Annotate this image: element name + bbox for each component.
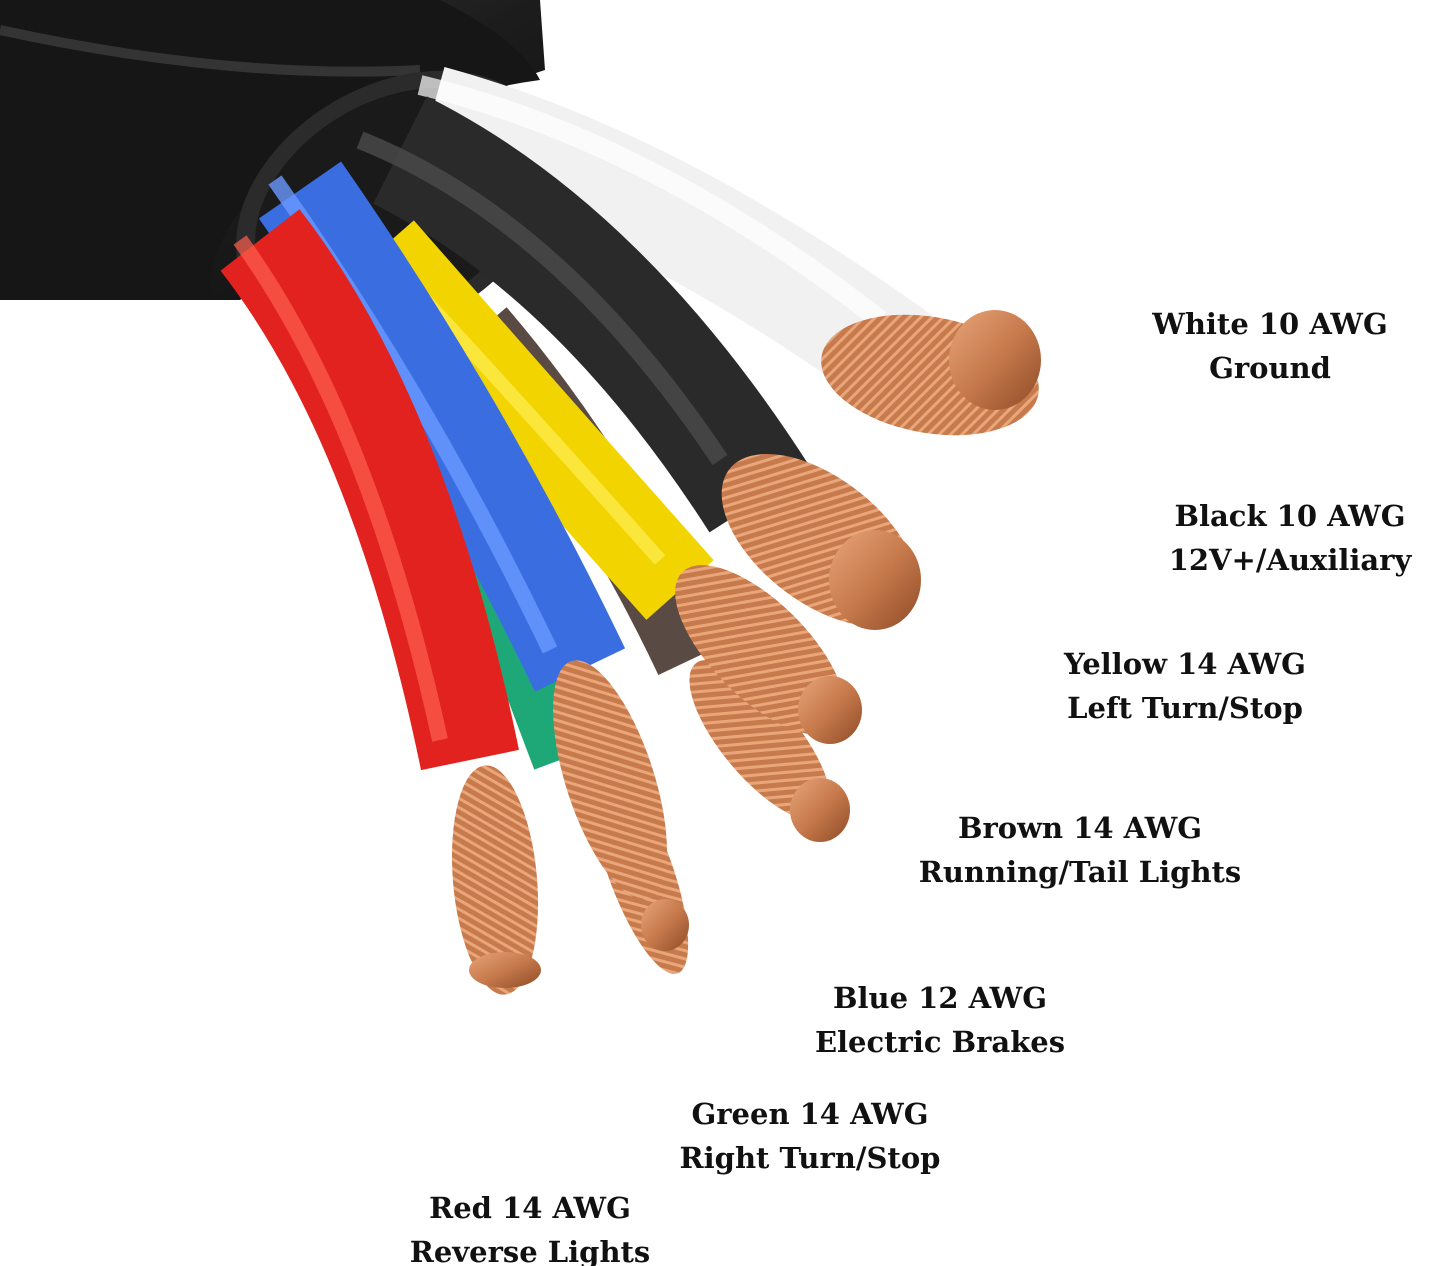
label-yellow: Yellow 14 AWG Left Turn/Stop	[1020, 642, 1350, 730]
green-wire-function: Right Turn/Stop	[679, 1141, 941, 1175]
red-wire	[220, 209, 541, 995]
black-wire	[356, 96, 921, 630]
white-wire-spec: White 10 AWG	[1152, 307, 1388, 341]
label-red: Red 14 AWG Reverse Lights	[400, 1186, 660, 1266]
red-wire-spec: Red 14 AWG	[429, 1191, 631, 1225]
brown-wire-function: Running/Tail Lights	[918, 855, 1242, 889]
red-wire-function: Reverse Lights	[409, 1235, 651, 1266]
white-wire-function: Ground	[1209, 351, 1331, 385]
label-white: White 10 AWG Ground	[1110, 302, 1430, 390]
label-black: Black 10 AWG 12V+/Auxiliary	[1140, 494, 1440, 582]
blue-wire-function: Electric Brakes	[814, 1025, 1066, 1059]
label-green: Green 14 AWG Right Turn/Stop	[660, 1092, 960, 1180]
green-wire-spec: Green 14 AWG	[691, 1097, 929, 1131]
label-brown: Brown 14 AWG Running/Tail Lights	[900, 806, 1260, 894]
label-blue: Blue 12 AWG Electric Brakes	[790, 976, 1090, 1064]
black-wire-spec: Black 10 AWG	[1174, 499, 1406, 533]
yellow-wire-function: Left Turn/Stop	[1067, 691, 1303, 725]
blue-wire-spec: Blue 12 AWG	[832, 981, 1047, 1015]
black-wire-function: 12V+/Auxiliary	[1168, 543, 1412, 577]
brown-wire-spec: Brown 14 AWG	[957, 811, 1203, 845]
yellow-wire-spec: Yellow 14 AWG	[1064, 647, 1306, 681]
